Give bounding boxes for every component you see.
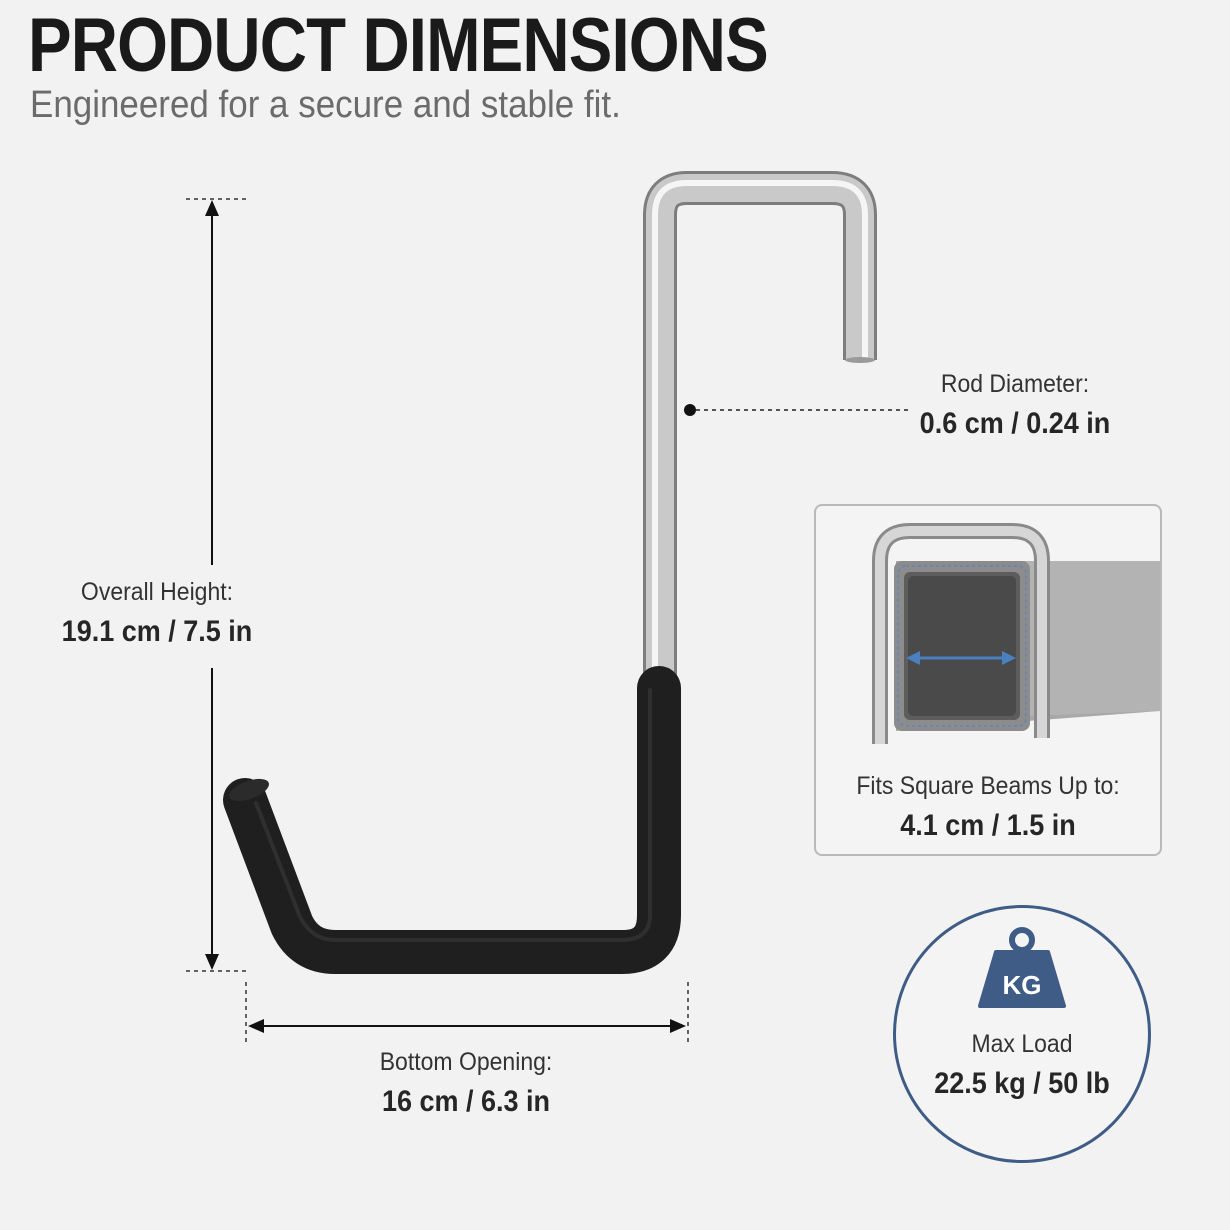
rod-diameter-label-group: Rod Diameter: 0.6 cm / 0.24 in: [905, 370, 1125, 441]
beam-fit-panel: Fits Square Beams Up to: 4.1 cm / 1.5 in: [814, 504, 1162, 856]
beam-fit-value: 4.1 cm / 1.5 in: [900, 809, 1076, 842]
steel-rod: [643, 171, 877, 700]
height-dimension-line: [186, 198, 246, 972]
opening-dimension-line: [245, 982, 689, 1046]
max-load-label-group: Max Load 22.5 kg / 50 lb: [896, 1030, 1148, 1101]
weight-icon-label: KG: [1002, 970, 1042, 1000]
max-load-badge: KG Max Load 22.5 kg / 50 lb: [893, 905, 1151, 1163]
max-load-value: 22.5 kg / 50 lb: [934, 1067, 1110, 1100]
max-load-label: Max Load: [971, 1030, 1073, 1058]
rod-diameter-leader: [684, 404, 910, 416]
weight-icon: [978, 927, 1066, 1008]
page-title: PRODUCT DIMENSIONS: [28, 3, 769, 88]
rod-diameter-label: Rod Diameter:: [940, 370, 1090, 398]
opening-label-group: Bottom Opening: 16 cm / 6.3 in: [346, 1048, 586, 1119]
opening-label: Bottom Opening:: [379, 1048, 553, 1076]
square-beam-icon: [872, 523, 1160, 744]
rod-diameter-value: 0.6 cm / 0.24 in: [919, 407, 1111, 440]
beam-fit-label-group: Fits Square Beams Up to: 4.1 cm / 1.5 in: [816, 772, 1160, 843]
rubber-grip: [223, 666, 681, 974]
height-value: 19.1 cm / 7.5 in: [61, 615, 253, 648]
height-label-group: Overall Height: 19.1 cm / 7.5 in: [46, 578, 268, 649]
height-label: Overall Height:: [80, 578, 234, 606]
page-subtitle: Engineered for a secure and stable fit.: [30, 84, 621, 126]
opening-value: 16 cm / 6.3 in: [381, 1085, 551, 1118]
beam-fit-label: Fits Square Beams Up to:: [856, 772, 1120, 800]
